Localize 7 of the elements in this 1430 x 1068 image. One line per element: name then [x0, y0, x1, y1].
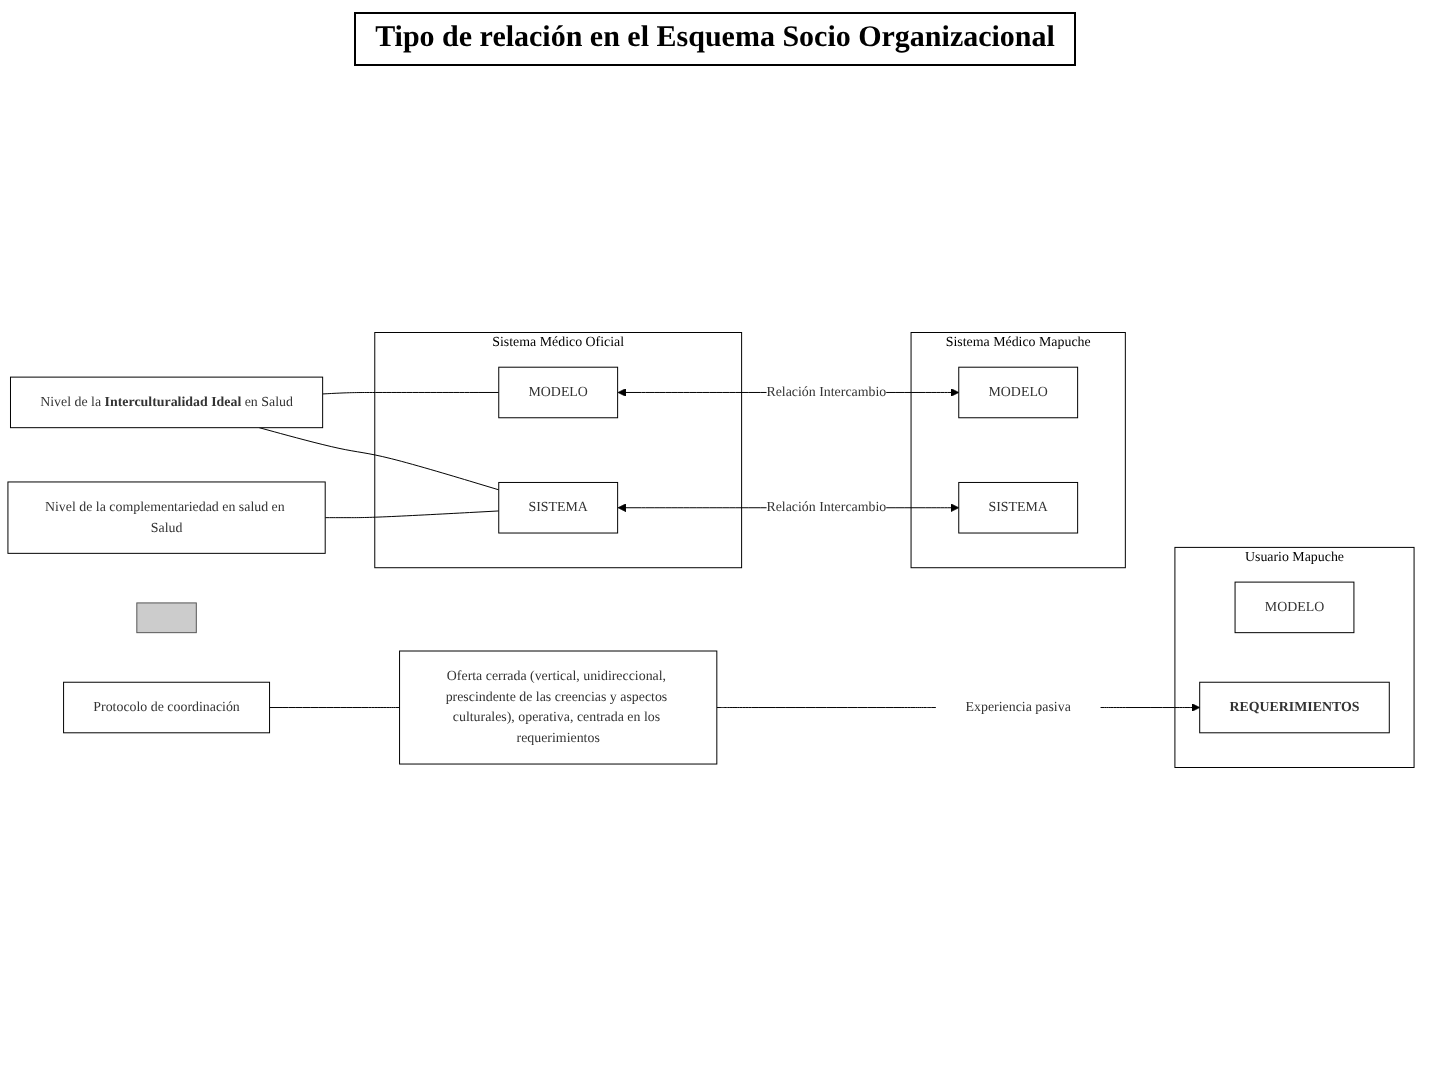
- connector: [269, 707, 401, 708]
- diagram-title: Tipo de relación en el Esquema Socio Organizacional: [353, 12, 1077, 66]
- connector: [322, 392, 500, 395]
- node-box: [136, 602, 197, 634]
- connector: [716, 707, 937, 708]
- connector: [258, 427, 500, 491]
- connector: [324, 510, 500, 519]
